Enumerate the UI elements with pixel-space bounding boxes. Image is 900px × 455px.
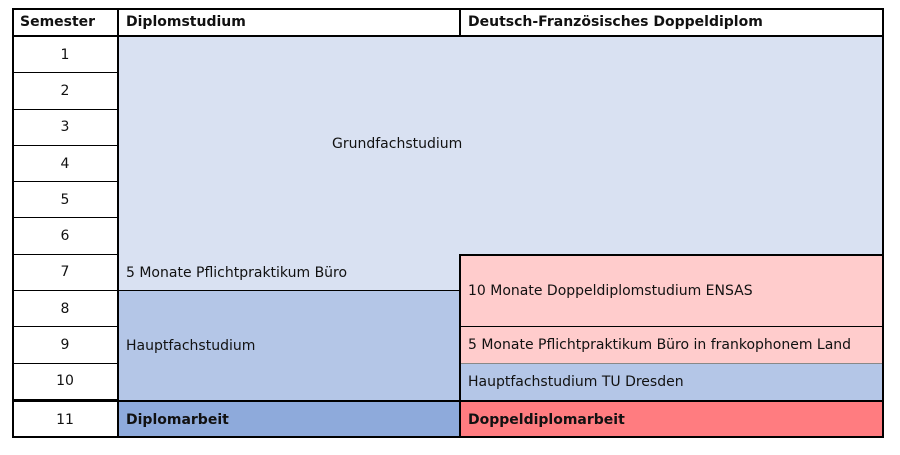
semester-cell: 8 xyxy=(12,291,118,328)
praktikum-cell: 5 Monate Pflichtpraktikum Büro xyxy=(118,255,460,291)
ensas-cell: 10 Monate Doppeldiplomstudium ENSAS xyxy=(460,254,884,327)
semester-cell: 10 xyxy=(12,364,118,400)
semester-cell: 6 xyxy=(12,219,118,255)
header-diplomstudium: Diplomstudium xyxy=(118,8,460,37)
semester-cell: 3 xyxy=(12,110,118,146)
hauptfach-tu-dresden-cell: Hauptfachstudium TU Dresden xyxy=(460,364,884,400)
header-semester: Semester xyxy=(12,8,118,37)
column-divider xyxy=(459,254,461,438)
semester-cell: 7 xyxy=(12,255,118,292)
column-divider xyxy=(117,8,119,438)
column-divider xyxy=(459,8,461,37)
semester-cell: 4 xyxy=(12,146,118,183)
header-doppeldiplom: Deutsch-Französisches Doppeldiplom xyxy=(460,8,884,37)
semester-cell: 9 xyxy=(12,327,118,364)
diplomarbeit-cell: Diplomarbeit xyxy=(118,400,460,438)
semester-cell: 1 xyxy=(12,37,118,74)
semester-cell: 5 xyxy=(12,182,118,219)
frankophon-praktikum-cell: 5 Monate Pflichtpraktikum Büro in franko… xyxy=(460,327,884,364)
grundfachstudium-label: Grundfachstudium xyxy=(332,136,463,152)
semester-cell: 11 xyxy=(12,400,118,438)
doppeldiplomarbeit-cell: Doppeldiplomarbeit xyxy=(460,400,884,438)
semester-cell: 2 xyxy=(12,73,118,110)
hauptfachstudium-cell: Hauptfachstudium xyxy=(118,291,460,400)
grundfachstudium-block xyxy=(118,37,884,255)
praktikum-label: 5 Monate Pflichtpraktikum Büro xyxy=(126,264,348,281)
